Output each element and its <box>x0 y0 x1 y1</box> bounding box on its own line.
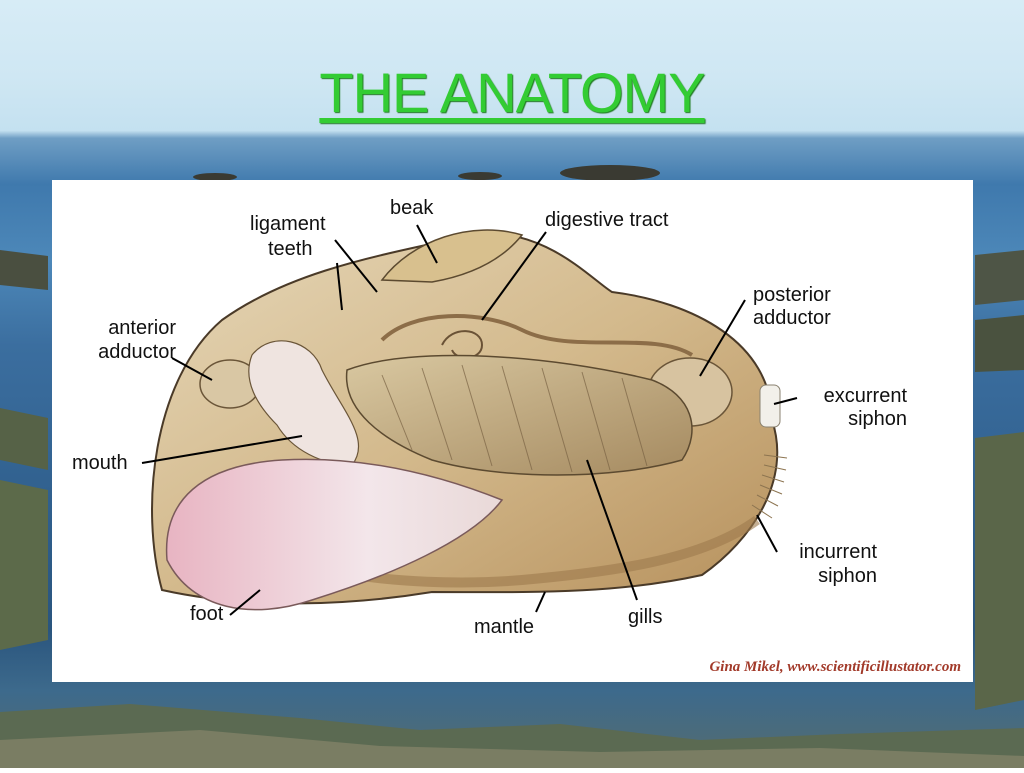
label-mantle: mantle <box>474 616 535 638</box>
excurrent-siphon-shape <box>759 384 781 428</box>
label-gills: gills <box>628 606 663 628</box>
clam-illustration <box>141 224 798 616</box>
slide-title: THE ANATOMY <box>319 61 705 124</box>
leader-teeth <box>336 262 343 311</box>
label-digestive-tract: digestive tract <box>545 209 669 231</box>
leader-anterior <box>171 357 213 381</box>
foot-shape <box>165 458 504 611</box>
label-siphon-excurrent: siphon <box>848 408 907 430</box>
leader-digestive <box>481 231 547 321</box>
label-teeth: teeth <box>268 238 313 260</box>
clam-anatomy-diagram: beak ligament teeth digestive tract ante… <box>52 180 973 682</box>
label-excurrent: excurrent <box>823 385 907 407</box>
gills-shape <box>345 354 693 476</box>
label-beak: beak <box>390 197 434 219</box>
leader-beak <box>416 224 438 264</box>
leader-foot <box>229 589 261 616</box>
label-foot: foot <box>190 603 224 625</box>
leader-mantle <box>535 591 546 613</box>
leader-gills <box>586 459 638 601</box>
leader-mouth <box>141 435 303 464</box>
leader-ligament <box>334 239 378 293</box>
leader-posterior <box>699 299 746 377</box>
digestive-tract-shape <box>380 314 694 357</box>
label-mouth: mouth <box>72 452 128 474</box>
leader-excurrent <box>773 397 798 405</box>
label-ligament: ligament <box>250 213 326 235</box>
illustrator-credit: Gina Mikel, www.scientificillustator.com <box>709 659 961 675</box>
label-incurrent: incurrent <box>799 541 877 563</box>
beak-shape <box>380 229 524 283</box>
label-anterior: anterior <box>108 317 176 339</box>
label-siphon-incurrent: siphon <box>818 565 877 587</box>
label-adductor-anterior: adductor <box>98 341 176 363</box>
label-posterior: posterior <box>753 284 831 306</box>
leader-incurrent <box>756 514 778 553</box>
label-adductor-posterior: adductor <box>753 307 831 329</box>
